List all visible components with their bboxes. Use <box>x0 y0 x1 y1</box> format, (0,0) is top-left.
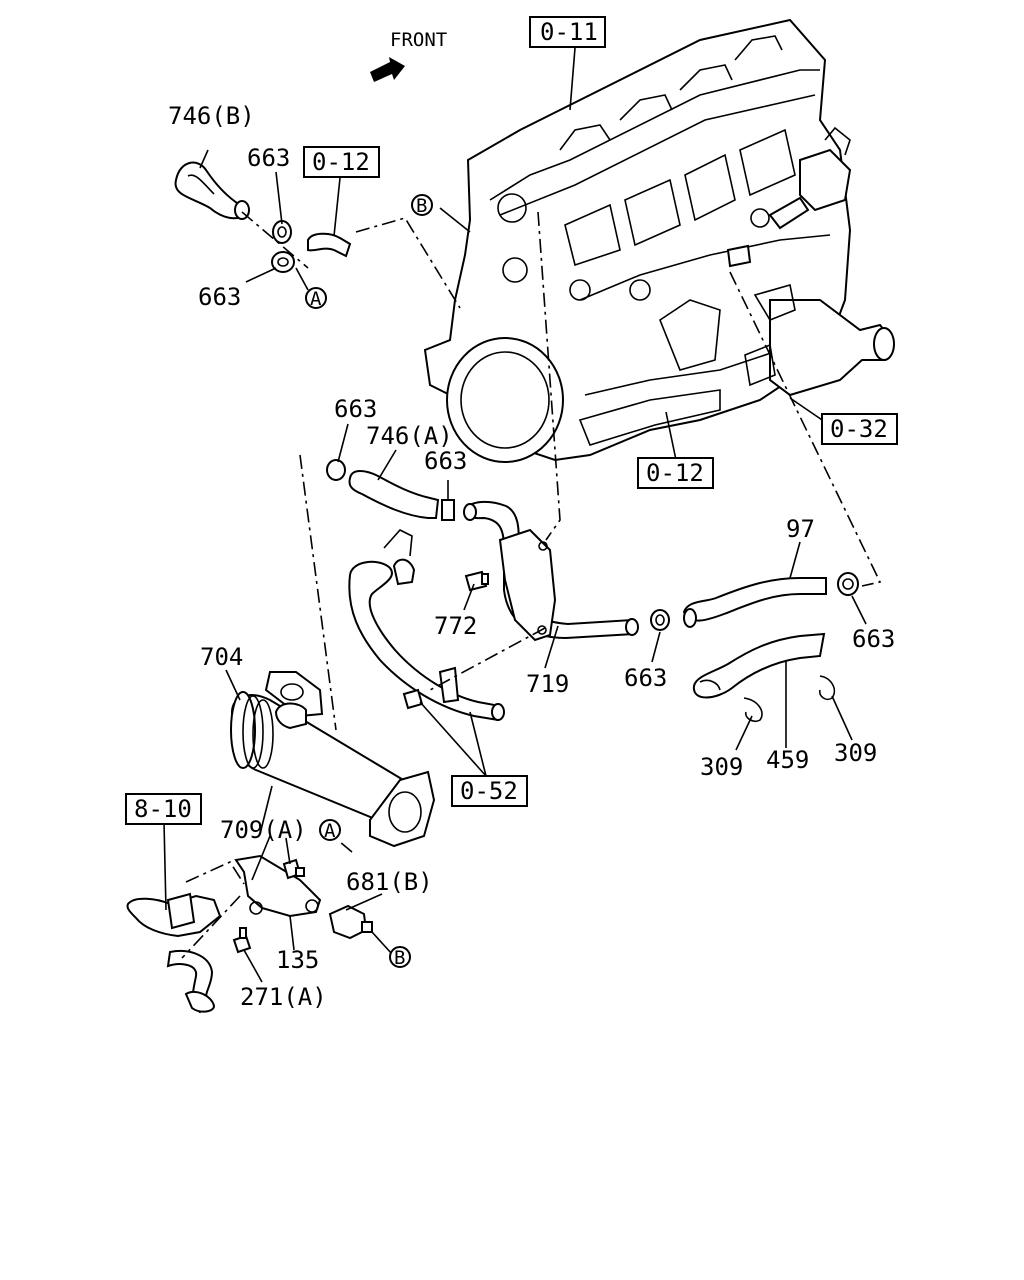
label-719: 719 <box>526 670 569 698</box>
connector-681b <box>328 904 373 940</box>
label-135: 135 <box>276 946 319 974</box>
clamp-663-upper <box>272 220 292 244</box>
marker-a-bottom: A <box>324 820 336 842</box>
label-746a: 746(A) <box>366 422 453 450</box>
label-663-top: 663 <box>247 144 290 172</box>
marker-a-top: A <box>310 288 322 310</box>
clip-309-right <box>818 675 836 701</box>
ref-box-0-12-mid: 0-12 <box>646 459 704 487</box>
label-663-right: 663 <box>852 625 895 653</box>
clamp-663-97 <box>837 572 859 596</box>
hose-746b <box>174 161 250 220</box>
ref-box-0-12-top: 0-12 <box>312 148 370 176</box>
label-663-lower-left: 663 <box>198 283 241 311</box>
bolt-0-52 <box>402 688 424 710</box>
label-97: 97 <box>786 515 815 543</box>
egr-cooler-704 <box>230 671 436 848</box>
label-663-mid: 663 <box>424 447 467 475</box>
label-772: 772 <box>434 612 477 640</box>
front-arrow-icon <box>370 57 405 82</box>
ref-box-8-10: 8-10 <box>134 795 192 823</box>
ref-box-0-32: 0-32 <box>830 415 888 443</box>
ref-box-0-52: 0-52 <box>460 777 518 805</box>
bolt-772 <box>464 570 489 592</box>
clip-309-left <box>743 697 763 723</box>
label-459: 459 <box>766 746 809 774</box>
label-704: 704 <box>200 643 243 671</box>
label-663-746a: 663 <box>334 395 377 423</box>
pipe-0-52 <box>348 529 505 722</box>
pipe-stub-0-12 <box>307 232 352 258</box>
hose-97 <box>682 577 827 628</box>
clamp-663-746a-right <box>441 499 455 521</box>
marker-b-top: B <box>416 195 427 217</box>
label-681b: 681(B) <box>346 868 433 896</box>
label-663-bottom: 663 <box>624 664 667 692</box>
label-709a: 709(A) <box>220 816 307 844</box>
hose-8-10 <box>126 892 222 1014</box>
engine-block <box>423 18 895 463</box>
bolt-271a <box>232 927 252 954</box>
label-746b: 746(B) <box>168 102 255 130</box>
bracket-135 <box>234 854 322 918</box>
hose-459 <box>692 632 826 699</box>
hose-746a <box>348 470 440 519</box>
bolt-709a <box>282 858 305 880</box>
front-label: FRONT <box>390 29 447 51</box>
marker-b-bottom: B <box>394 947 405 969</box>
label-271a: 271(A) <box>240 983 327 1011</box>
clamp-663-746a-left <box>326 459 346 481</box>
clamp-663-lower <box>271 251 295 273</box>
ref-box-0-11: 0-11 <box>540 18 598 46</box>
label-309-right: 309 <box>834 739 877 767</box>
label-309-left: 309 <box>700 753 743 781</box>
pipe-719 <box>463 500 639 642</box>
clamp-663-719 <box>650 609 670 631</box>
